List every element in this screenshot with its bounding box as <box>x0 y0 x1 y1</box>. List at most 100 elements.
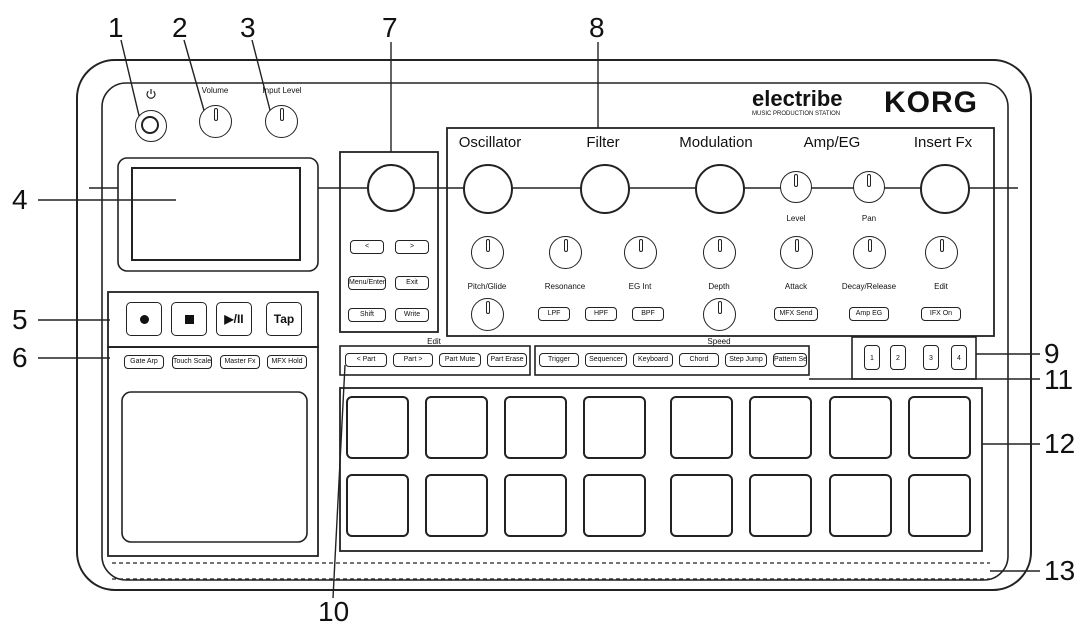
korg-logo: KORG <box>884 86 978 119</box>
part-erase-button[interactable]: Part Erase <box>487 353 527 367</box>
input-level-label: Input Level <box>262 86 302 95</box>
pad-11[interactable] <box>504 474 567 537</box>
master-fx-button[interactable]: Master Fx <box>220 355 260 369</box>
callout-13: 13 <box>1044 555 1076 586</box>
resonance-knob[interactable] <box>549 236 582 269</box>
depth-label: Depth <box>708 282 730 291</box>
cursor-right-button[interactable]: > <box>395 240 429 254</box>
pad-15[interactable] <box>829 474 892 537</box>
record-icon <box>139 314 149 324</box>
mfx-hold-button[interactable]: MFX Hold <box>267 355 307 369</box>
write-button[interactable]: Write <box>395 308 429 322</box>
attack-knob[interactable] <box>780 236 813 269</box>
callout-9: 9 <box>1044 338 1060 369</box>
bpf-button[interactable]: BPF <box>632 307 664 321</box>
pad-12[interactable] <box>583 474 646 537</box>
amp-eg-button[interactable]: Amp EG <box>849 307 889 321</box>
display-screen <box>132 168 300 260</box>
front-panel-strip <box>112 563 990 579</box>
record-button[interactable] <box>126 302 162 336</box>
callout-6: 6 <box>12 342 28 373</box>
touch-pad[interactable] <box>122 392 307 542</box>
speed-knob[interactable] <box>703 298 736 331</box>
number-button-1[interactable]: 1 <box>864 345 880 370</box>
pad-13[interactable] <box>670 474 733 537</box>
callout-5: 5 <box>12 304 28 335</box>
callout-3: 3 <box>240 12 256 43</box>
edit-group-label: Edit <box>427 337 441 346</box>
section-amp-eg: Amp/EG <box>803 134 861 151</box>
product-tagline: MUSIC PRODUCTION STATION <box>752 111 841 117</box>
cursor-left-button[interactable]: < <box>350 240 384 254</box>
pad-10[interactable] <box>425 474 488 537</box>
pad-16[interactable] <box>908 474 971 537</box>
pattern-set-button[interactable]: Pattern Set <box>773 353 807 367</box>
play-pause-button[interactable]: ▶/II <box>216 302 252 336</box>
tap-button[interactable]: Tap <box>266 302 302 336</box>
level-knob[interactable] <box>780 171 812 203</box>
pad-8[interactable] <box>908 396 971 459</box>
gate-arp-button[interactable]: Gate Arp <box>124 355 164 369</box>
pad-2[interactable] <box>425 396 488 459</box>
oscillator-select-knob[interactable] <box>463 164 513 214</box>
edit-knob[interactable] <box>925 236 958 269</box>
trigger-button[interactable]: Trigger <box>539 353 579 367</box>
menu-enter-button[interactable]: Menu/Enter <box>348 276 386 290</box>
eg-int-knob[interactable] <box>624 236 657 269</box>
number-button-2[interactable]: 2 <box>890 345 906 370</box>
callout-11: 11 <box>1044 364 1074 395</box>
callout-8: 8 <box>589 12 605 43</box>
hpf-button[interactable]: HPF <box>585 307 617 321</box>
callout-7: 7 <box>382 12 398 43</box>
value-dial[interactable] <box>367 164 415 212</box>
ifx-on-button[interactable]: IFX On <box>921 307 961 321</box>
stop-button[interactable] <box>171 302 207 336</box>
edit-label: Edit <box>934 282 948 291</box>
product-logo: electribe <box>752 86 843 111</box>
pad-14[interactable] <box>749 474 812 537</box>
exit-button[interactable]: Exit <box>395 276 429 290</box>
power-button[interactable] <box>135 110 167 142</box>
section-modulation: Modulation <box>679 134 753 151</box>
touch-scale-button[interactable]: Touch Scale <box>172 355 212 369</box>
step-jump-button[interactable]: Step Jump <box>725 353 767 367</box>
volume-knob[interactable] <box>199 105 232 138</box>
part-prev-button[interactable]: < Part <box>345 353 387 367</box>
decay-release-label: Decay/Release <box>841 282 897 291</box>
callout-1: 1 <box>108 12 124 43</box>
pan-label: Pan <box>861 214 877 223</box>
number-button-3[interactable]: 3 <box>923 345 939 370</box>
modulation-select-knob[interactable] <box>695 164 745 214</box>
input-level-knob[interactable] <box>265 105 298 138</box>
decay-release-knob[interactable] <box>853 236 886 269</box>
speed-group-label: Speed <box>707 337 731 346</box>
chord-button[interactable]: Chord <box>679 353 719 367</box>
callout-2: 2 <box>172 12 188 43</box>
filter-select-knob[interactable] <box>580 164 630 214</box>
pad-4[interactable] <box>583 396 646 459</box>
depth-knob[interactable] <box>703 236 736 269</box>
master-volume-knob[interactable] <box>471 298 504 331</box>
sequencer-button[interactable]: Sequencer <box>585 353 627 367</box>
stop-icon <box>184 314 194 324</box>
pad-3[interactable] <box>504 396 567 459</box>
part-mute-button[interactable]: Part Mute <box>439 353 481 367</box>
keyboard-button[interactable]: Keyboard <box>633 353 673 367</box>
pad-7[interactable] <box>829 396 892 459</box>
pitch-glide-label: Pitch/Glide <box>467 282 507 291</box>
pad-5[interactable] <box>670 396 733 459</box>
pan-knob[interactable] <box>853 171 885 203</box>
level-label: Level <box>786 214 806 223</box>
section-insert-fx: Insert Fx <box>913 134 973 151</box>
pitch-glide-knob[interactable] <box>471 236 504 269</box>
number-button-4[interactable]: 4 <box>951 345 967 370</box>
pad-1[interactable] <box>346 396 409 459</box>
pad-6[interactable] <box>749 396 812 459</box>
insert-fx-select-knob[interactable] <box>920 164 970 214</box>
part-next-button[interactable]: Part > <box>393 353 433 367</box>
pad-9[interactable] <box>346 474 409 537</box>
shift-button[interactable]: Shift <box>348 308 386 322</box>
lpf-button[interactable]: LPF <box>538 307 570 321</box>
mfx-send-button[interactable]: MFX Send <box>774 307 818 321</box>
